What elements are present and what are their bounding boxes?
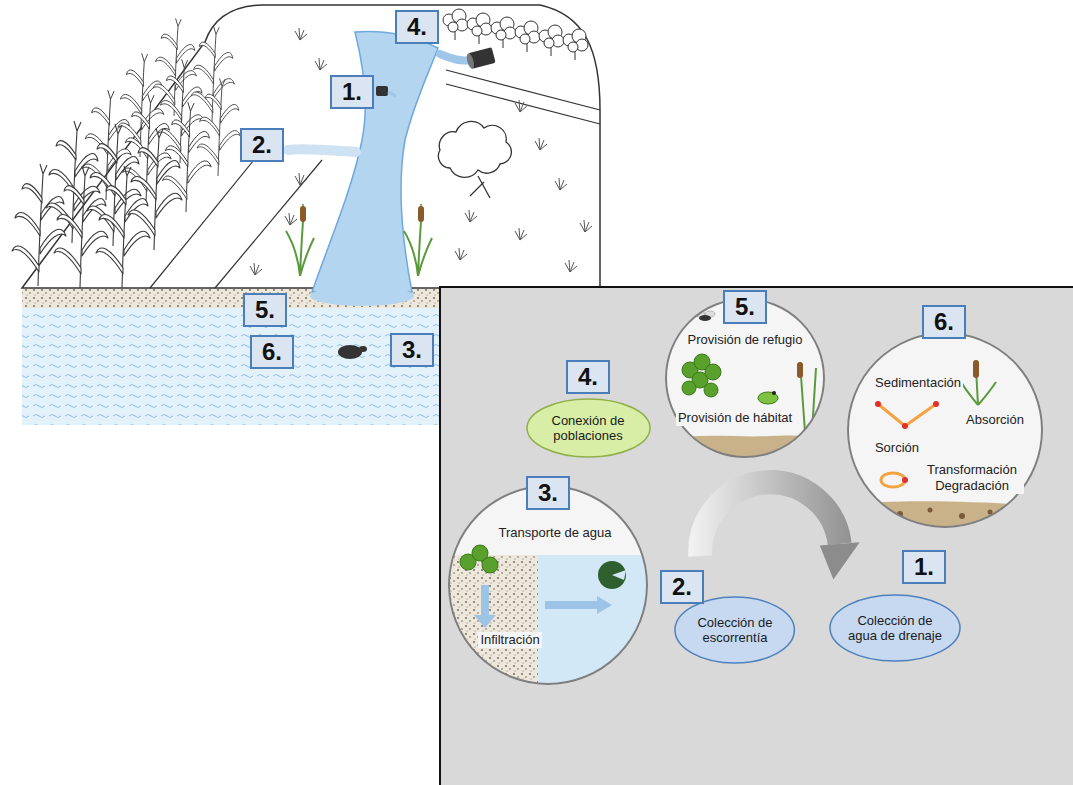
callout-number: 5. [735, 294, 755, 320]
function-ellipse: Conexión de poblaciones [526, 398, 651, 458]
function-label: Provisión de hábitat [676, 410, 794, 426]
circle-outline [666, 299, 824, 457]
callout-number: 3. [538, 480, 558, 506]
circle-outline [449, 486, 647, 684]
function-ellipse: Colección de escorrentía [674, 596, 795, 664]
callout-number: 2. [672, 574, 692, 600]
callout-number: 1. [342, 79, 362, 105]
callout-box: 6. [922, 305, 966, 339]
function-label: Provisión de refugio [686, 332, 805, 348]
function-label: Infiltración [478, 632, 541, 648]
callout-number: 2. [252, 132, 272, 158]
function-label: Absorción [964, 412, 1026, 428]
function-circle: Transporte de aguaInfiltración [448, 485, 648, 685]
callout-box: 1. [902, 550, 946, 584]
circle-outline [847, 332, 1043, 528]
callout-box: 1. [330, 75, 374, 109]
purification-circle-art [845, 332, 1045, 530]
callout-box: 2. [240, 128, 284, 162]
ellipse-shape [830, 595, 960, 661]
callout-box: 3. [390, 333, 434, 367]
callout-number: 4. [578, 364, 598, 390]
transport-circle-art [448, 485, 650, 695]
circle-outline [848, 333, 1042, 527]
circle-outline [448, 485, 648, 685]
callout-box: 2. [660, 570, 704, 604]
callout-number: 5. [255, 297, 275, 323]
cycle-arrow [700, 482, 860, 579]
callout-number: 1. [914, 554, 934, 580]
callout-number: 6. [934, 309, 954, 335]
function-label: Conexión de poblaciones [542, 413, 634, 443]
function-label: Sorción [873, 440, 921, 456]
ellipse-shape [675, 597, 794, 663]
function-label: Colección de escorrentía [687, 615, 782, 645]
callout-number: 6. [262, 339, 282, 365]
callout-box: 3. [526, 476, 570, 510]
callout-box: 4. [395, 10, 439, 44]
function-panel [440, 287, 1073, 785]
function-circle: SedimentaciónAbsorciónSorciónTransformac… [847, 332, 1043, 528]
function-label: Colección de agua de drenaje [843, 613, 947, 643]
function-label: Transformación Degradación [920, 462, 1024, 494]
function-ellipse: Colección de agua de drenaje [829, 594, 961, 662]
callout-number: 3. [402, 337, 422, 363]
callout-box: 5. [243, 293, 287, 327]
callout-box: 4. [566, 360, 610, 394]
ellipse-shape [527, 399, 650, 457]
function-label: Sedimentación [873, 375, 963, 391]
callout-box: 5. [723, 290, 767, 324]
function-label: Transporte de agua [497, 525, 614, 541]
callout-number: 4. [407, 14, 427, 40]
callout-box: 6. [250, 335, 294, 369]
